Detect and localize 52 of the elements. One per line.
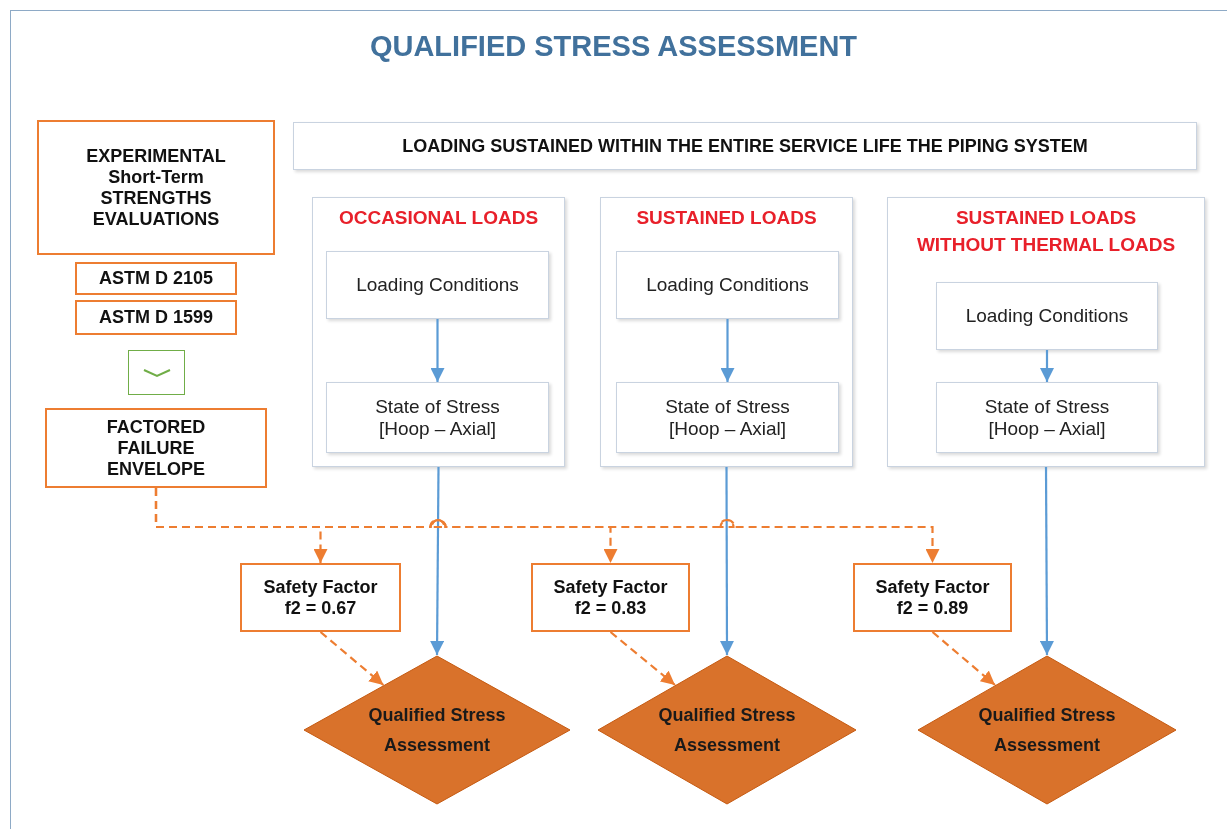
group-panel — [312, 197, 565, 467]
node-label: Loading Conditions — [646, 274, 809, 296]
process-box — [616, 382, 839, 453]
process-box — [853, 563, 1012, 632]
node-label: FACTORED FAILURE ENVELOPE — [105, 416, 207, 480]
node-label: State of Stress [Hoop – Axial] — [664, 395, 791, 440]
arrow — [430, 319, 445, 382]
node-label: Loading Conditions — [356, 274, 519, 296]
node-label: ASTM D 1599 — [98, 307, 213, 328]
node-label: Safety Factor f2 = 0.83 — [552, 576, 669, 619]
arrow — [719, 467, 734, 655]
dashed-arrow — [609, 631, 676, 686]
node-label: Safety Factor f2 = 0.67 — [262, 576, 379, 619]
process-box — [326, 382, 549, 453]
process-box — [240, 563, 401, 632]
group-heading: OCCASIONAL LOADS — [338, 206, 539, 230]
node-label: Qualified Stress Assessment — [367, 704, 507, 757]
header-box — [293, 122, 1197, 170]
node-label: Qualified Stress Assessment — [977, 704, 1117, 757]
process-box — [326, 251, 549, 319]
process-box — [45, 408, 267, 488]
decision-diamond — [303, 655, 571, 805]
node-label: State of Stress [Hoop – Axial] — [983, 395, 1111, 440]
title: QUALIFIED STRESS ASSESSMENT — [369, 30, 858, 62]
node-label: State of Stress [Hoop – Axial] — [374, 395, 501, 440]
decision-diamond — [597, 655, 857, 805]
group-panel — [600, 197, 853, 467]
group-heading: SUSTAINED LOADS WITHOUT THERMAL LOADS — [916, 206, 1176, 257]
process-box — [616, 251, 839, 319]
group-panel — [887, 197, 1205, 467]
dashed-arrow — [319, 631, 385, 686]
dashed-arrow — [931, 631, 996, 686]
decision-diamond — [917, 655, 1177, 805]
arrow — [720, 319, 735, 382]
process-box — [936, 382, 1158, 453]
process-box — [75, 300, 237, 335]
dashed-arrow — [154, 488, 940, 563]
node-label: Loading Conditions — [965, 305, 1129, 327]
node-label: EXPERIMENTAL Short-Term STRENGTHS EVALUATIONS — [85, 145, 227, 230]
chevron-box — [128, 350, 185, 395]
arrow — [430, 467, 445, 655]
process-box — [531, 563, 690, 632]
node-label: ASTM D 2105 — [98, 268, 213, 289]
process-box — [936, 282, 1158, 350]
process-box — [37, 120, 275, 255]
node-label: Qualified Stress Assessment — [657, 704, 797, 757]
node-label: Safety Factor f2 = 0.89 — [874, 576, 991, 619]
arrow — [1040, 350, 1054, 382]
arrow — [1039, 467, 1054, 655]
group-heading: SUSTAINED LOADS — [636, 206, 817, 230]
process-box — [75, 262, 237, 295]
node-label: LOADING SUSTAINED WITHIN THE ENTIRE SERVICE LIFE THE PIPING SYSTEM — [402, 135, 1088, 157]
